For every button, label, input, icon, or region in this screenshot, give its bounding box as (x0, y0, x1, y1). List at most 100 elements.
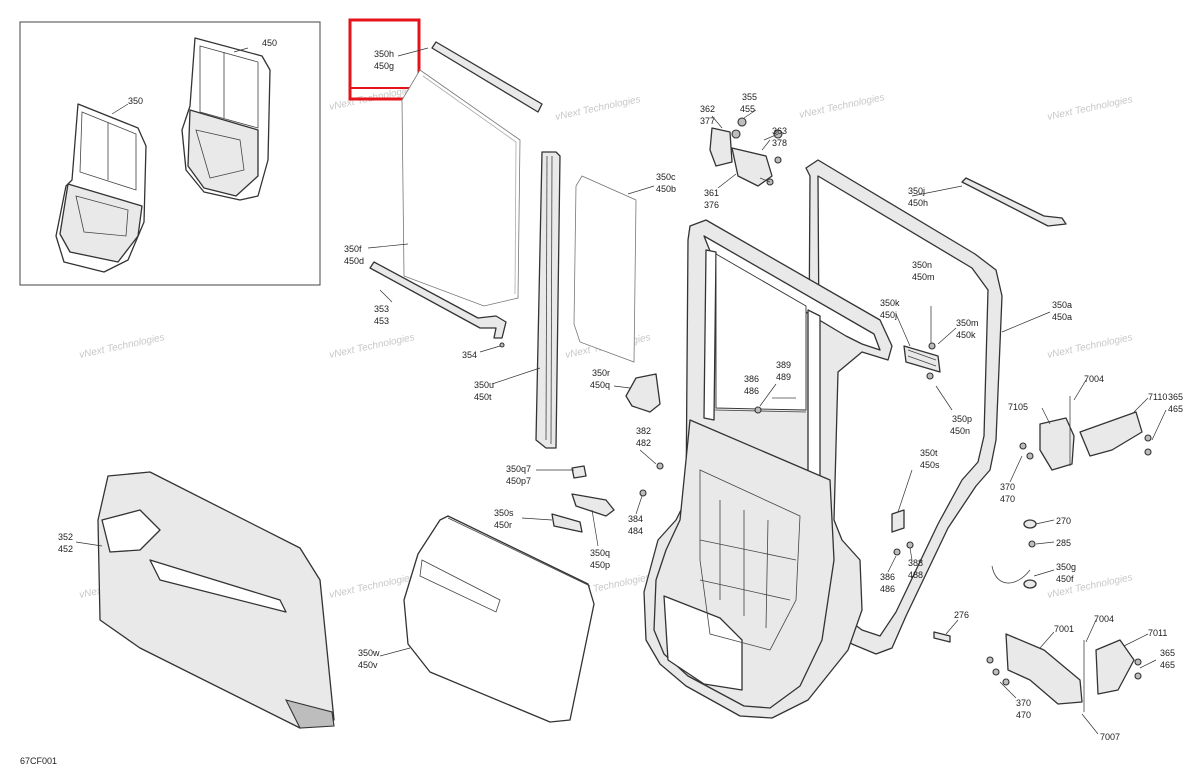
pad-350t (891, 509, 905, 533)
hinge-assembly-upper (1019, 396, 1152, 471)
clip-354 (499, 342, 505, 348)
callout-7110: 7110 (1148, 392, 1167, 402)
callout-450b: 450b (656, 184, 676, 194)
callout-350a: 350a (1052, 300, 1072, 310)
callout-350g: 350g (1056, 562, 1076, 572)
callout-376: 376 (704, 200, 719, 210)
callout-350t: 350t (920, 448, 938, 458)
leader-lines (75, 109, 1167, 735)
callout-365: 365 (1168, 392, 1183, 402)
door-top-trim (961, 177, 1067, 227)
callout-389: 389 (776, 360, 791, 370)
washer-270 (1023, 519, 1037, 529)
callout-482: 482 (636, 438, 651, 448)
callout-450v: 450v (358, 660, 378, 670)
callout-465b: 465 (1160, 660, 1175, 670)
callout-386b: 386 (880, 572, 895, 582)
callout-7105: 7105 (1008, 402, 1028, 412)
handle-350s (551, 513, 583, 533)
watermark: vNext Technologies (328, 572, 415, 601)
callout-450h: 450h (908, 198, 928, 208)
callout-355: 355 (742, 92, 757, 102)
callout-365b: 365 (1160, 648, 1175, 658)
hinge-assembly-lower (986, 633, 1142, 712)
callout-450g: 450g (374, 61, 394, 71)
callout-350q7: 350q7 (506, 464, 531, 474)
callout-484: 484 (628, 526, 643, 536)
callout-388: 388 (908, 558, 923, 568)
interior-handle-350k (903, 345, 941, 373)
callout-470: 470 (1000, 494, 1015, 504)
callout-470b: 470 (1016, 710, 1031, 720)
callout-350j: 350j (908, 186, 925, 196)
callout-7004b: 7004 (1094, 614, 1114, 624)
watermark: vNext Technologies (798, 92, 885, 121)
callout-labels: 350f 450d 353 453 354 350u 450t 350c 450… (58, 92, 1183, 742)
callout-350k: 350k (880, 298, 900, 308)
watermark: vNext Technologies (328, 332, 415, 361)
inset-door-front (55, 103, 147, 273)
callout-378: 378 (772, 138, 787, 148)
callout-352: 352 (58, 532, 73, 542)
callout-450p7: 450p7 (506, 476, 531, 486)
callout-7011: 7011 (1148, 628, 1167, 638)
callout-450d: 450d (344, 256, 364, 266)
callout-450a: 450a (1052, 312, 1072, 322)
callout-350u: 350u (474, 380, 494, 390)
callout-370: 370 (1000, 482, 1015, 492)
callout-370b: 370 (1016, 698, 1031, 708)
callout-350r: 350r (592, 368, 610, 378)
callout-363: 363 (772, 126, 787, 136)
door-main-frame (643, 219, 893, 719)
top-hinge-assembly (709, 117, 783, 187)
vertical-glass-channel (535, 151, 561, 449)
callout-450n: 450n (950, 426, 970, 436)
callout-450f: 450f (1056, 574, 1074, 584)
callout-350p: 350p (952, 414, 972, 424)
watermark: vNext Technologies (554, 94, 641, 123)
callout-362: 362 (700, 104, 715, 114)
callout-353: 353 (374, 304, 389, 314)
watermark: vNext Technologies (78, 332, 165, 361)
callout-465: 465 (1168, 404, 1183, 414)
exterior-panel-350w (403, 515, 595, 723)
callout-452: 452 (58, 544, 73, 554)
inset-label-450: 450 (262, 38, 277, 48)
highlight-box (348, 18, 421, 101)
callout-350s: 350s (494, 508, 514, 518)
callout-450p: 450p (590, 560, 610, 570)
callout-270: 270 (1056, 516, 1071, 526)
callout-7007: 7007 (1100, 732, 1120, 742)
interior-panel-352 (97, 471, 335, 729)
callout-7004: 7004 (1084, 374, 1104, 384)
watermark: vNext Technologies (1046, 332, 1133, 361)
inset-overview: 450 350 (19, 21, 321, 286)
callout-450k: 450k (956, 330, 976, 340)
callout-450m: 450m (912, 272, 935, 282)
callout-453: 453 (374, 316, 389, 326)
callout-450j: 450j (880, 310, 897, 320)
callout-384: 384 (628, 514, 643, 524)
callout-350f: 350f (344, 244, 362, 254)
inset-label-350: 350 (128, 96, 143, 106)
callout-285: 285 (1056, 538, 1071, 548)
strap-350g (991, 565, 1031, 584)
diagram-code: 67CF001 (20, 756, 57, 766)
callout-7001: 7001 (1054, 624, 1074, 634)
callout-450t: 450t (474, 392, 492, 402)
callout-486b: 486 (880, 584, 895, 594)
callout-350c: 350c (656, 172, 676, 182)
highlight-callout-350h: 350h 450g (348, 18, 429, 101)
callout-486: 486 (744, 386, 759, 396)
sliding-glass (573, 175, 637, 363)
callout-350m: 350m (956, 318, 979, 328)
callout-276: 276 (954, 610, 969, 620)
callout-489: 489 (776, 372, 791, 382)
callout-450s: 450s (920, 460, 940, 470)
callout-386: 386 (744, 374, 759, 384)
callout-455: 455 (740, 104, 755, 114)
handle-350q (571, 493, 615, 517)
callout-450q: 450q (590, 380, 610, 390)
callout-450r: 450r (494, 520, 512, 530)
